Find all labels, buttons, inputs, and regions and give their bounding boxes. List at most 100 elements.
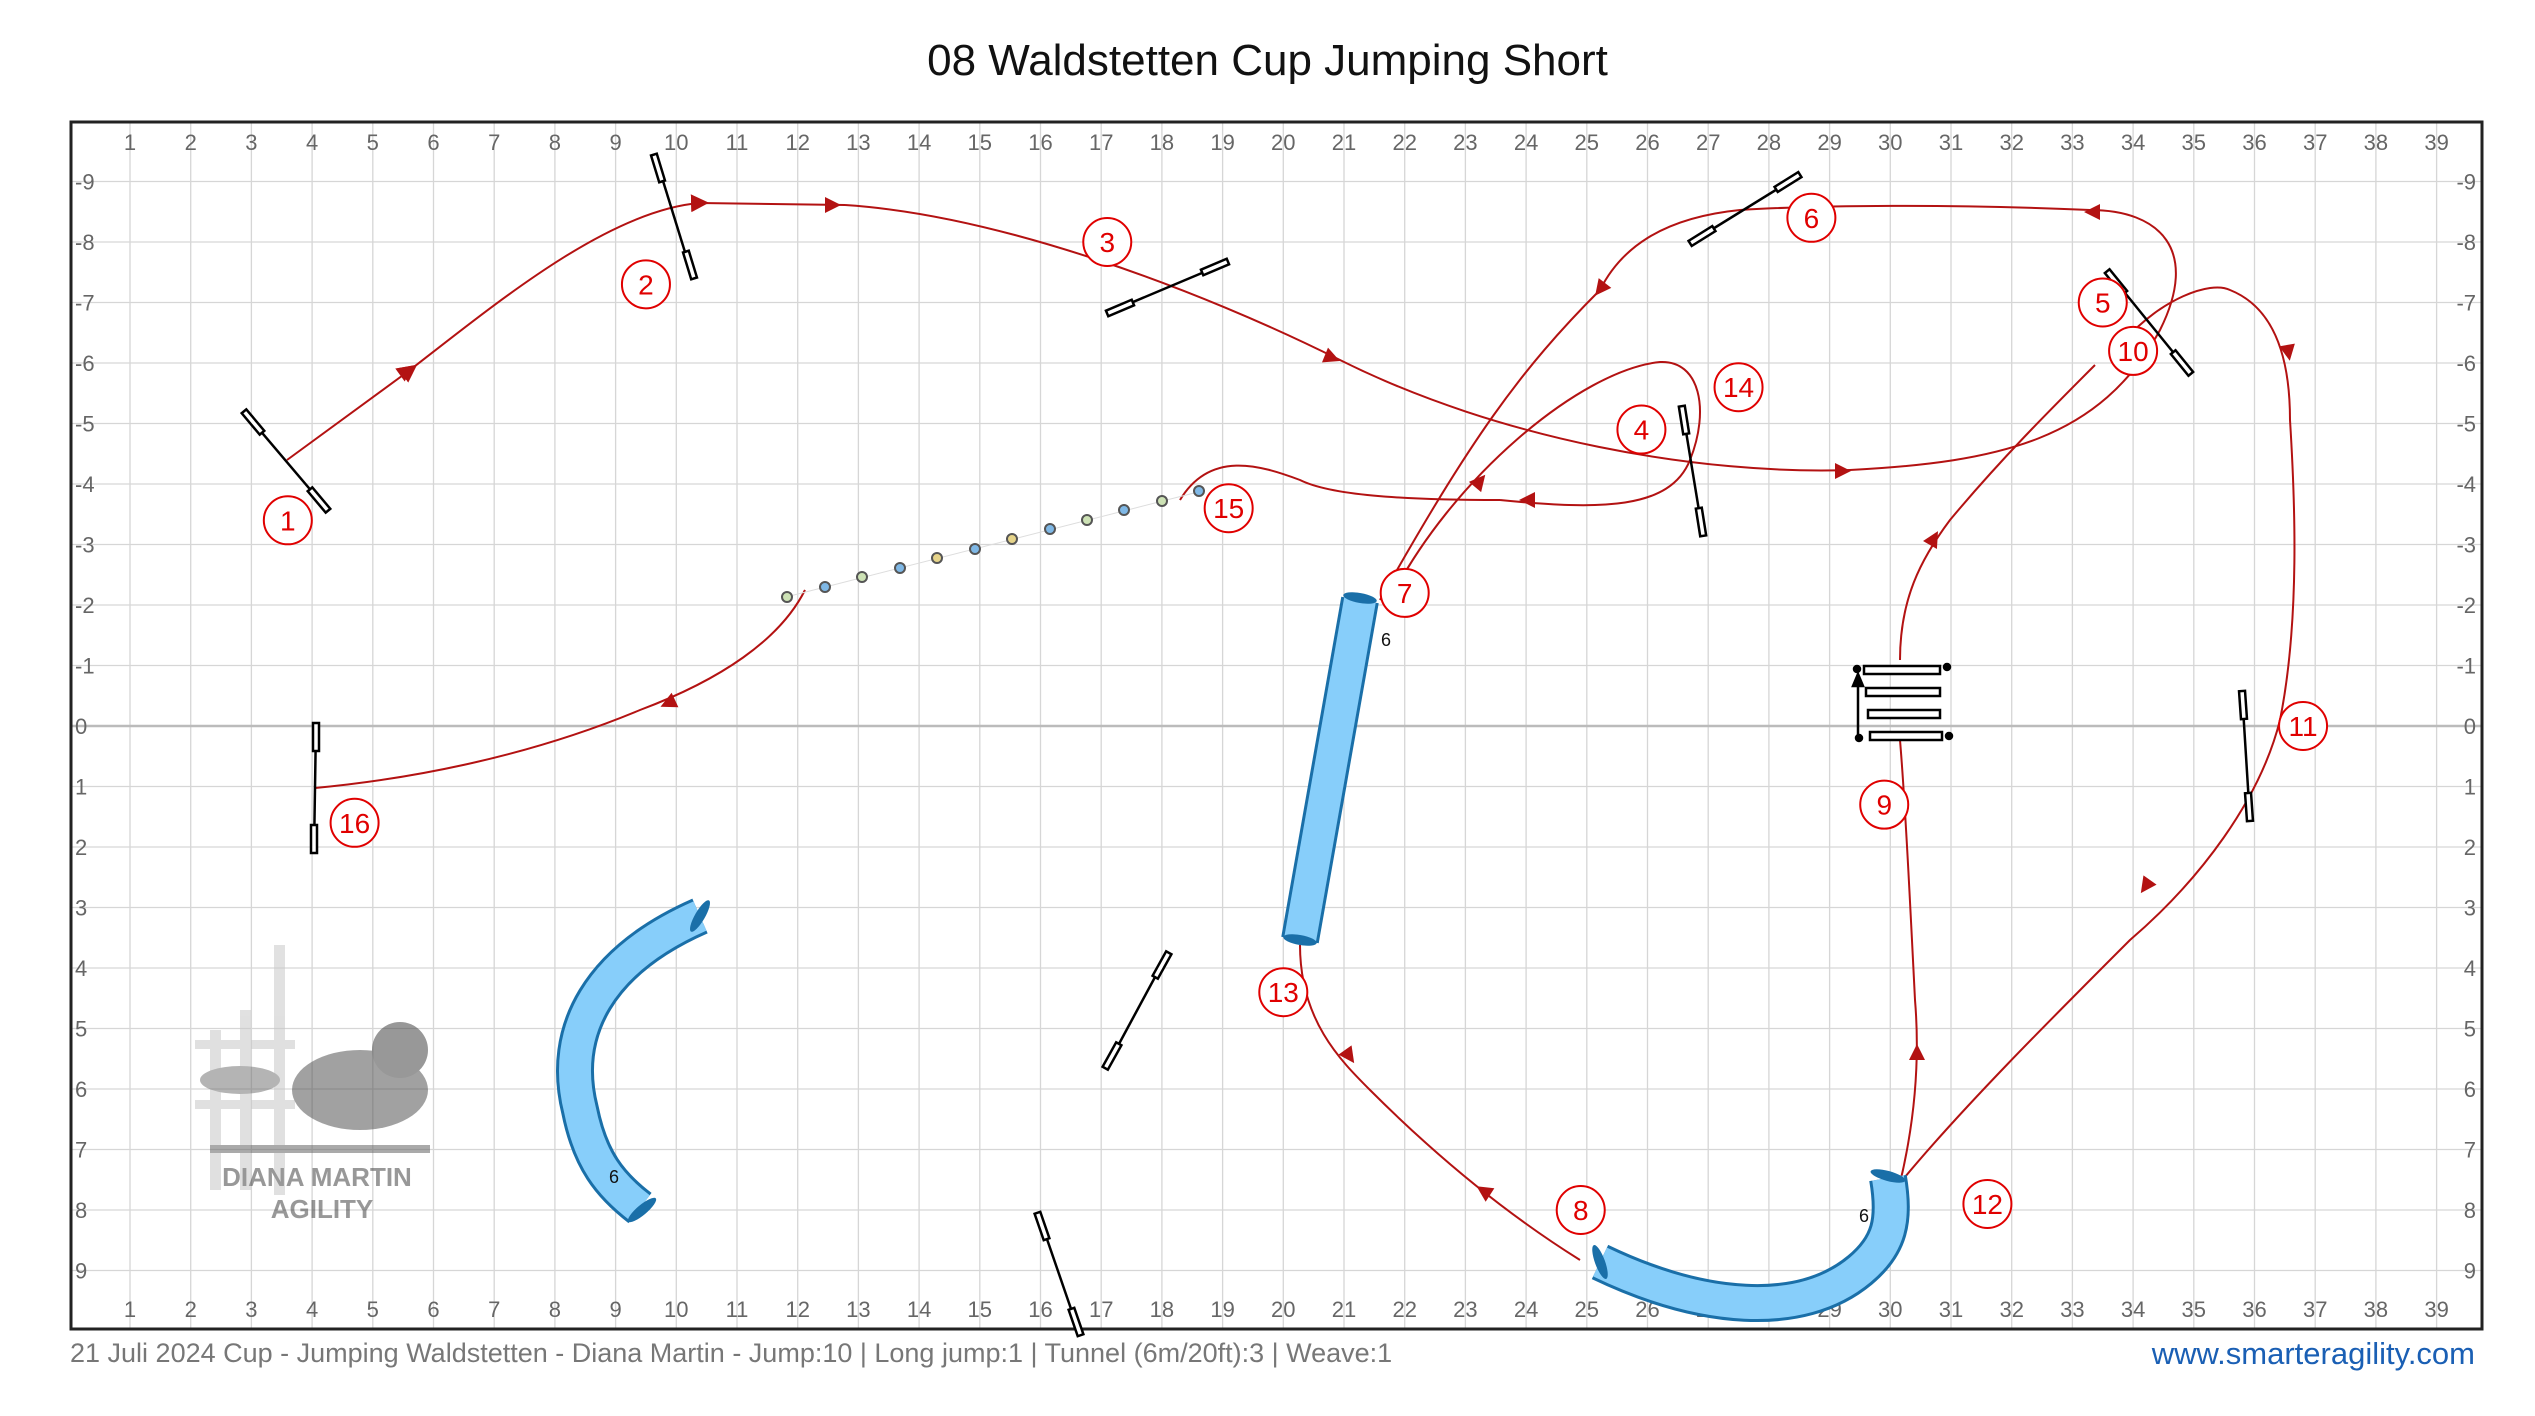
x-tick-label-bottom: 18: [1150, 1297, 1174, 1322]
arrow-14: [1519, 492, 1535, 508]
arena-border: [69, 120, 2484, 1331]
x-tick-label-top: 25: [1575, 130, 1599, 155]
x-tick-label-bottom: 3: [245, 1297, 257, 1322]
x-tick-label-bottom: 12: [785, 1297, 809, 1322]
course-title: 08 Waldstetten Cup Jumping Short: [927, 36, 1608, 85]
weave-pole: [1081, 514, 1093, 526]
path-segment-weave-to-10: [1899, 364, 2096, 661]
x-tick-label-top: 34: [2121, 130, 2145, 155]
x-tick-label-top: 6: [427, 130, 439, 155]
path-segment-15: [1179, 464, 1501, 501]
x-tick-label-top: 27: [1696, 130, 1720, 155]
y-tick-label-left: -1: [75, 654, 95, 679]
x-tick-label-top: 18: [1150, 130, 1174, 155]
obstacle-number-12: 12: [1962, 1178, 2013, 1229]
y-tick-label-right: 9: [2464, 1259, 2476, 1284]
x-tick-label-bottom: 15: [968, 1297, 992, 1322]
y-tick-label-left: 3: [75, 896, 87, 921]
footer-website-link[interactable]: www.smarteragility.com: [2151, 1336, 2475, 1371]
x-tick-label-top: 38: [2364, 130, 2388, 155]
logo-watermark: DIANA MARTIN AGILITY: [195, 945, 430, 1224]
y-tick-label-right: -6: [2456, 351, 2476, 376]
svg-text:8: 8: [1573, 1195, 1589, 1226]
x-tick-label-bottom: 9: [609, 1297, 621, 1322]
y-tick-label-right: -4: [2456, 472, 2476, 497]
x-tick-label-top: 12: [785, 130, 809, 155]
arrow-10: [1909, 1044, 1925, 1060]
arrow-15: [660, 692, 679, 708]
jump-16: [309, 721, 321, 855]
x-tick-label-bottom: 36: [2242, 1297, 2266, 1322]
x-tick-label-top: 2: [185, 130, 197, 155]
jump-spare-2: [1033, 1210, 1085, 1338]
jump-6: [1686, 170, 1804, 248]
obstacle-number-2: 2: [620, 259, 671, 310]
weave-pole: [1118, 504, 1130, 516]
x-tick-label-bottom: 7: [488, 1297, 500, 1322]
x-tick-label-bottom: 19: [1210, 1297, 1234, 1322]
x-tick-label-top: 28: [1757, 130, 1781, 155]
x-tick-label-top: 4: [306, 130, 318, 155]
x-tick-label-bottom: 22: [1392, 1297, 1416, 1322]
weave-pole: [1156, 495, 1168, 507]
arrow-1: [395, 365, 413, 382]
logo-line2: AGILITY: [271, 1194, 374, 1224]
svg-text:15: 15: [1213, 493, 1244, 524]
y-tick-label-right: 3: [2464, 896, 2476, 921]
y-tick-label-right: -9: [2456, 170, 2476, 195]
tunnel-8-12: 6: [1591, 1169, 1910, 1323]
obstacle-number-15: 15: [1203, 483, 1254, 534]
y-tick-label-right: 8: [2464, 1198, 2476, 1223]
obstacle-number-1: 1: [262, 495, 313, 546]
obstacle-number-3: 3: [1082, 217, 1133, 267]
y-tick-label-left: 1: [75, 775, 87, 800]
svg-text:10: 10: [2118, 336, 2149, 367]
jump-2: [649, 152, 699, 281]
x-tick-label-top: 30: [1878, 130, 1902, 155]
obstacle-number-5: 5: [2077, 277, 2128, 328]
y-tick-label-left: -9: [75, 170, 95, 195]
x-tick-label-bottom: 6: [427, 1297, 439, 1322]
svg-text:1: 1: [280, 505, 296, 536]
svg-text:5: 5: [2095, 288, 2111, 319]
x-tick-label-bottom: 1: [124, 1297, 136, 1322]
y-tick-label-left: -2: [75, 593, 95, 618]
x-tick-label-top: 35: [2182, 130, 2206, 155]
x-tick-label-bottom: 33: [2060, 1297, 2084, 1322]
obstacle-number-11: 11: [2278, 701, 2329, 751]
y-tick-label-right: 0: [2464, 714, 2476, 739]
x-tick-label-bottom: 25: [1575, 1297, 1599, 1322]
x-tick-label-bottom: 14: [907, 1297, 931, 1322]
y-tick-label-left: 2: [75, 835, 87, 860]
x-tick-label-bottom: 5: [367, 1297, 379, 1322]
y-tick-label-left: -3: [75, 533, 95, 558]
x-tick-label-bottom: 31: [1939, 1297, 1963, 1322]
tunnel-7: 6: [1281, 592, 1391, 946]
weave-pole: [819, 581, 831, 593]
arrow-11: [1923, 531, 1938, 549]
y-tick-label-left: 8: [75, 1198, 87, 1223]
jump-11: [2237, 689, 2255, 823]
y-tick-label-right: 6: [2464, 1077, 2476, 1102]
obstacle-number-10: 10: [2108, 325, 2159, 376]
x-tick-label-bottom: 17: [1089, 1297, 1113, 1322]
x-tick-label-top: 32: [1999, 130, 2023, 155]
tunnel-spare: 6: [556, 898, 710, 1224]
svg-text:2: 2: [638, 269, 654, 300]
x-tick-label-bottom: 38: [2364, 1297, 2388, 1322]
weave-pole: [856, 571, 868, 583]
grid-labels: 1122334455667788991010111112121313141415…: [75, 130, 2476, 1322]
y-tick-label-left: 6: [75, 1077, 87, 1102]
x-tick-label-top: 10: [664, 130, 688, 155]
obstacle-number-6: 6: [1786, 192, 1837, 243]
x-tick-label-bottom: 16: [1028, 1297, 1052, 1322]
x-tick-label-bottom: 2: [185, 1297, 197, 1322]
arrow-12: [2279, 343, 2295, 361]
path-segment-tunnel-exit: [1299, 944, 1581, 1261]
x-tick-label-bottom: 20: [1271, 1297, 1295, 1322]
y-tick-label-left: -8: [75, 230, 95, 255]
obstacle-number-13: 13: [1258, 967, 1309, 1018]
obstacle-number-8: 8: [1555, 1185, 1606, 1235]
